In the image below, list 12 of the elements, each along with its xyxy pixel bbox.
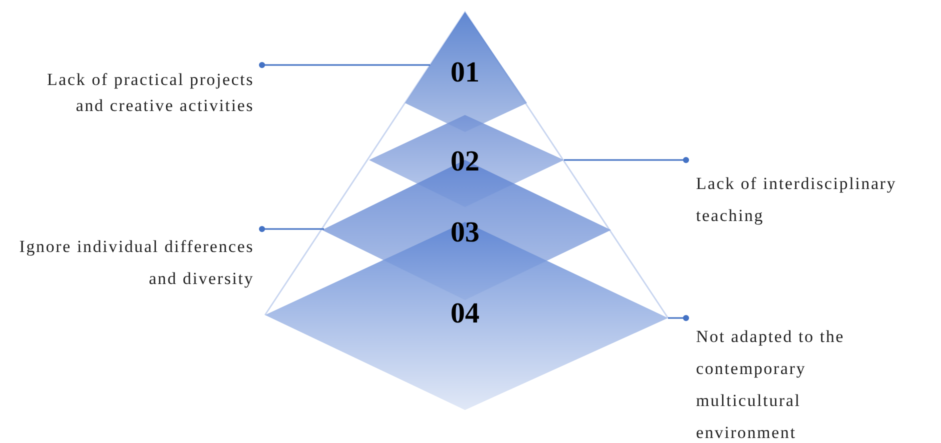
layer-number: 01 [450,58,480,88]
layer-number: 02 [450,148,480,176]
leader-line [258,226,324,232]
leader-line [564,156,690,164]
leader-line [258,62,430,68]
leader-line [668,314,690,322]
caption-text: Ignore individual differences and diversity [18,236,254,290]
layer-number: 04 [450,300,480,328]
caption-text: Not adapted to the contemporary multicultural environment [696,326,846,443]
caption-text: Lack of interdisciplinary teaching [696,173,898,227]
layer-number: 03 [450,218,480,248]
caption-text: Lack of practical projects and creative activities [46,69,254,117]
